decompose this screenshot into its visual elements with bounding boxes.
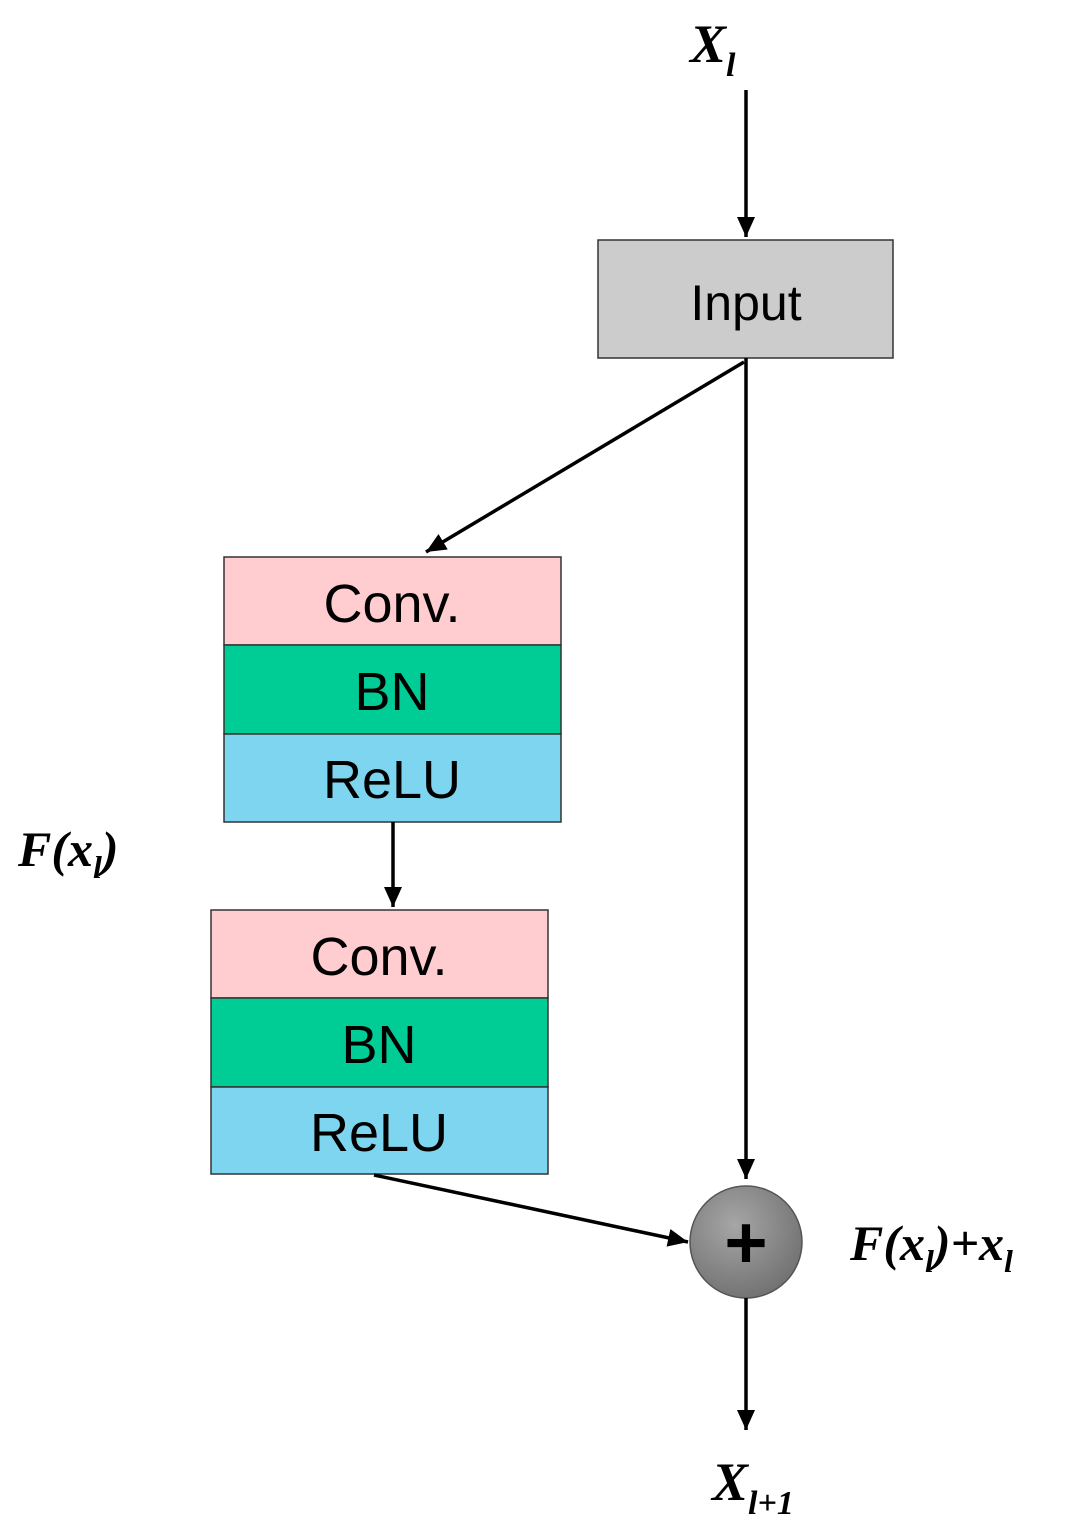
input-box-label: Input — [690, 275, 801, 331]
residual-function-label: F(xl) — [17, 821, 119, 885]
block-2-relu-layer — [210, 1086, 549, 1175]
conv-block-2: Conv. BN ReLU — [210, 909, 549, 1175]
block-1-bn-layer — [223, 644, 562, 735]
block-1-conv-label: Conv. — [323, 574, 460, 634]
block-1-conv-layer — [223, 556, 562, 646]
arrow-block-2-to-adder — [373, 1173, 689, 1247]
output-label: Xl+1 — [710, 1452, 794, 1522]
block-1-relu-label: ReLU — [323, 750, 461, 810]
adder-node: + — [689, 1185, 803, 1299]
block-2-bn-label: BN — [341, 1015, 416, 1075]
block-1-relu-layer — [223, 733, 562, 823]
input-label: Xl — [688, 14, 736, 84]
conv-block-1: Conv. BN ReLU — [223, 556, 562, 823]
block-2-conv-label: Conv. — [310, 927, 447, 987]
input-box: Input — [597, 239, 894, 359]
arrow-input-to-block-1 — [425, 360, 745, 554]
block-1-bn-label: BN — [354, 662, 429, 722]
block-2-relu-label: ReLU — [310, 1103, 448, 1163]
plus-icon: + — [724, 1201, 767, 1284]
sum-label: F(xl)+xl — [849, 1215, 1013, 1279]
